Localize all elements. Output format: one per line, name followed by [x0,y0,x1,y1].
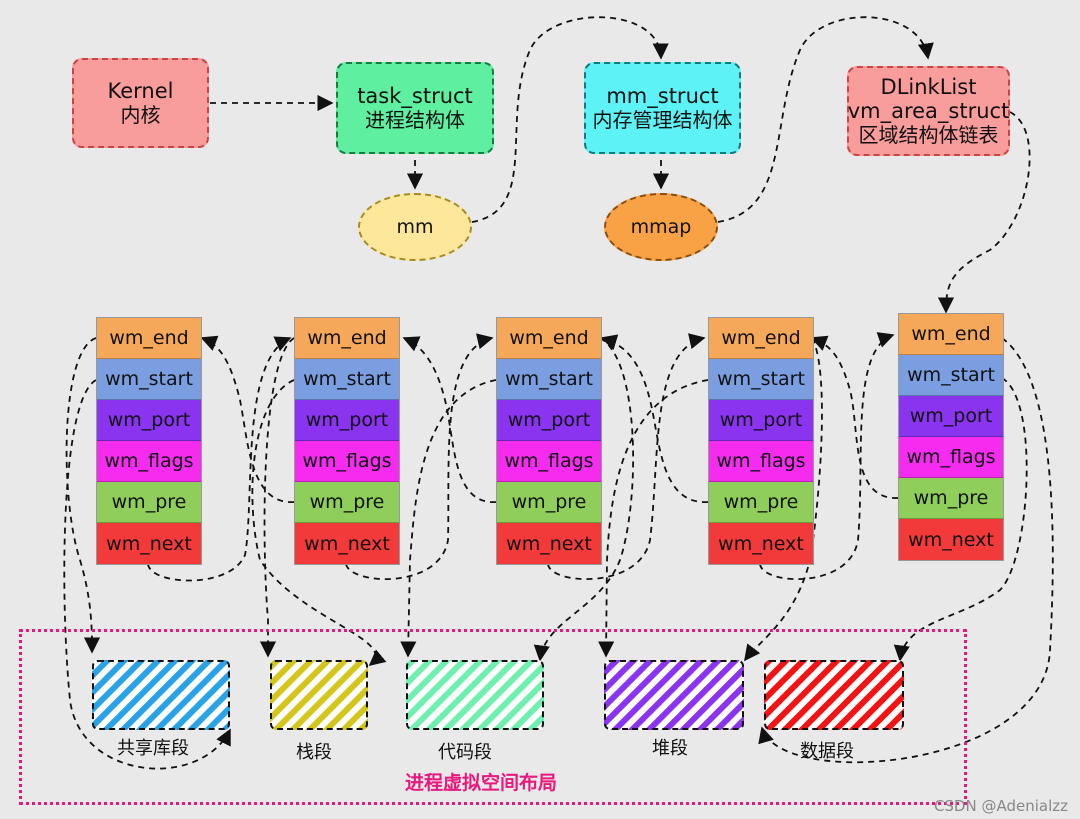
kernel-title: Kernel [107,79,174,103]
dlinklist-title: DLinkList [880,75,977,99]
arrow-mm-mmstruct [471,16,669,223]
vma-field-wm-pre: wm_pre [497,482,601,523]
mm-oval: mm [358,193,472,261]
vma-field-wm-port: wm_port [97,400,201,441]
virtual-space-title: 进程虚拟空间布局 [405,772,558,794]
vma-field-wm-end: wm_end [97,318,201,359]
watermark: CSDN @Adenialzz [933,797,1068,815]
segment-box-2 [406,660,544,730]
vma-field-wm-start: wm_start [497,359,601,400]
vma-field-wm-flags: wm_flags [899,437,1003,478]
task-struct-box: task_struct 进程结构体 [336,62,494,154]
segment-fill-3 [604,660,744,730]
vma-field-wm-end: wm_end [497,318,601,359]
vma-field-wm-flags: wm_flags [497,441,601,482]
vma-field-wm-port: wm_port [709,400,813,441]
segment-fill-0 [92,660,230,730]
segment-fill-2 [406,660,544,730]
vma-field-wm-end: wm_end [295,318,399,359]
segment-box-3 [604,660,744,730]
vma-field-wm-pre: wm_pre [97,482,201,523]
arrow-pre-4 [600,334,709,503]
segment-label-3: 堆段 [652,738,688,759]
segment-label-2: 代码段 [438,742,492,763]
vma-field-wm-end: wm_end [899,314,1003,355]
task-struct-title: task_struct [357,84,473,108]
arrow-mmap-dlink [717,16,934,223]
segment-label-1: 栈段 [296,742,332,763]
task-struct-subtitle: 进程结构体 [365,108,465,132]
vma-field-wm-start: wm_start [97,359,201,400]
dlinklist-line2: vm_area_struct [847,99,1010,123]
kernel-box: Kernel 内核 [72,58,209,148]
mm-struct-box: mm_struct 内存管理结构体 [584,62,741,154]
vma-field-wm-next: wm_next [97,523,201,564]
vma-field-wm-next: wm_next [899,519,1003,560]
arrow-pre-5 [810,335,899,499]
arrow-pre-2 [200,335,295,503]
segment-fill-4 [764,660,904,730]
vma-field-wm-port: wm_port [899,396,1003,437]
vma-field-wm-pre: wm_pre [899,478,1003,519]
vma-field-wm-start: wm_start [899,355,1003,396]
vma-field-wm-pre: wm_pre [709,482,813,523]
arrow-vma3-end-seg [533,337,634,662]
vma-field-wm-start: wm_start [709,359,813,400]
dlinklist-subtitle: 区域结构体链表 [858,123,999,147]
segment-box-0 [92,660,230,730]
arrow-dlink-vma5 [937,111,1031,314]
vma-field-wm-next: wm_next [295,523,399,564]
segment-fill-1 [270,660,368,730]
vma-field-wm-next: wm_next [497,523,601,564]
arrow-vma2-start-seg [259,337,295,658]
vma-field-wm-port: wm_port [295,400,399,441]
dlinklist-box: DLinkList vm_area_struct 区域结构体链表 [847,66,1010,156]
mmap-oval: mmap [604,193,718,261]
mm-struct-title: mm_struct [606,84,719,108]
virtual-space-frame [19,629,967,805]
arrow-vma1-start-seg [65,337,101,654]
vma-field-wm-start: wm_start [295,359,399,400]
vma-field-wm-flags: wm_flags [709,441,813,482]
arrow-vma4-start-seg [598,379,709,658]
vma-field-wm-port: wm_port [497,400,601,441]
vma-field-wm-flags: wm_flags [295,441,399,482]
vma-field-wm-next: wm_next [709,523,813,564]
kernel-subtitle: 内核 [120,103,161,127]
vma-field-wm-flags: wm_flags [97,441,201,482]
segment-label-4: 数据段 [800,741,854,762]
arrow-vma3-start-seg [400,379,497,658]
arrow-next-2 [345,333,494,580]
arrow-next-1 [147,336,292,582]
arrow-next-3 [547,333,706,580]
segment-box-1 [270,660,368,730]
vma-field-wm-end: wm_end [709,318,813,359]
segment-label-0: 共享库段 [117,738,189,759]
mm-struct-subtitle: 内存管理结构体 [592,108,733,132]
arrow-vma5-end-seg [758,337,1054,764]
vma-field-wm-pre: wm_pre [295,482,399,523]
segment-box-4 [764,660,904,730]
